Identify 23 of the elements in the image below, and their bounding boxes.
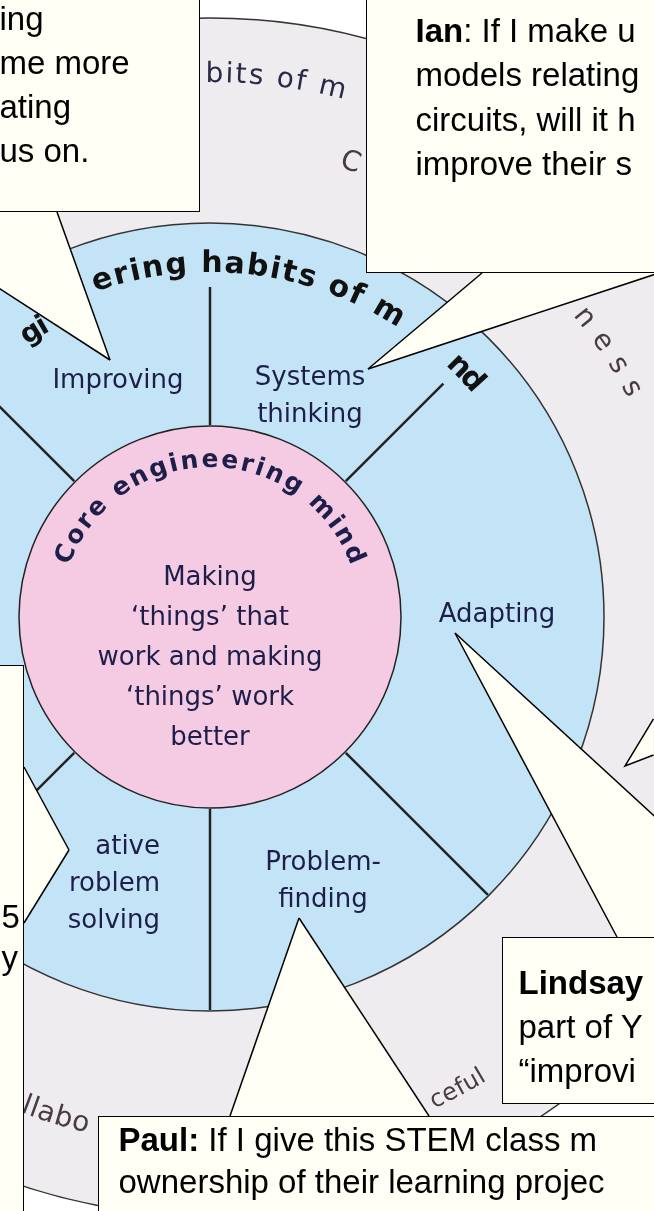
quote-text: Lindsay part of Y “improvi [518,962,644,1091]
ring-label: llabo [17,1087,94,1140]
segment-label: Improving [52,360,184,398]
quote-text: ing me more ating us on. [0,0,130,171]
bubble-tail [454,632,654,938]
ring-label: ering habits of m [86,243,413,334]
bubble-tail [0,211,111,361]
bubble-tail [23,766,70,924]
segment-label: Problem-finding [258,843,388,917]
quote-text: Paul: If I give this STEM class m ownership of their learning projec [118,1119,605,1202]
bubble-tail [229,917,430,1117]
core-text: Making ‘things’ that work and making ‘things’ work better [97,561,323,753]
segment-label: Systems thinking [254,358,366,432]
ring-label: nd [440,344,494,399]
speech-bubble [502,937,654,1104]
ring-label: bits of m [205,55,350,106]
ring-label: gi [12,307,55,351]
bubble-tail [367,272,654,370]
ring-label: C [337,142,366,180]
quote-text: 5 y [1,896,20,978]
segment-label: ative roblem solving [67,826,160,938]
quote-text: Ian: If I make u models relating circuits, will it h improve their s [415,10,640,184]
segment-label: Adapting [438,594,556,632]
